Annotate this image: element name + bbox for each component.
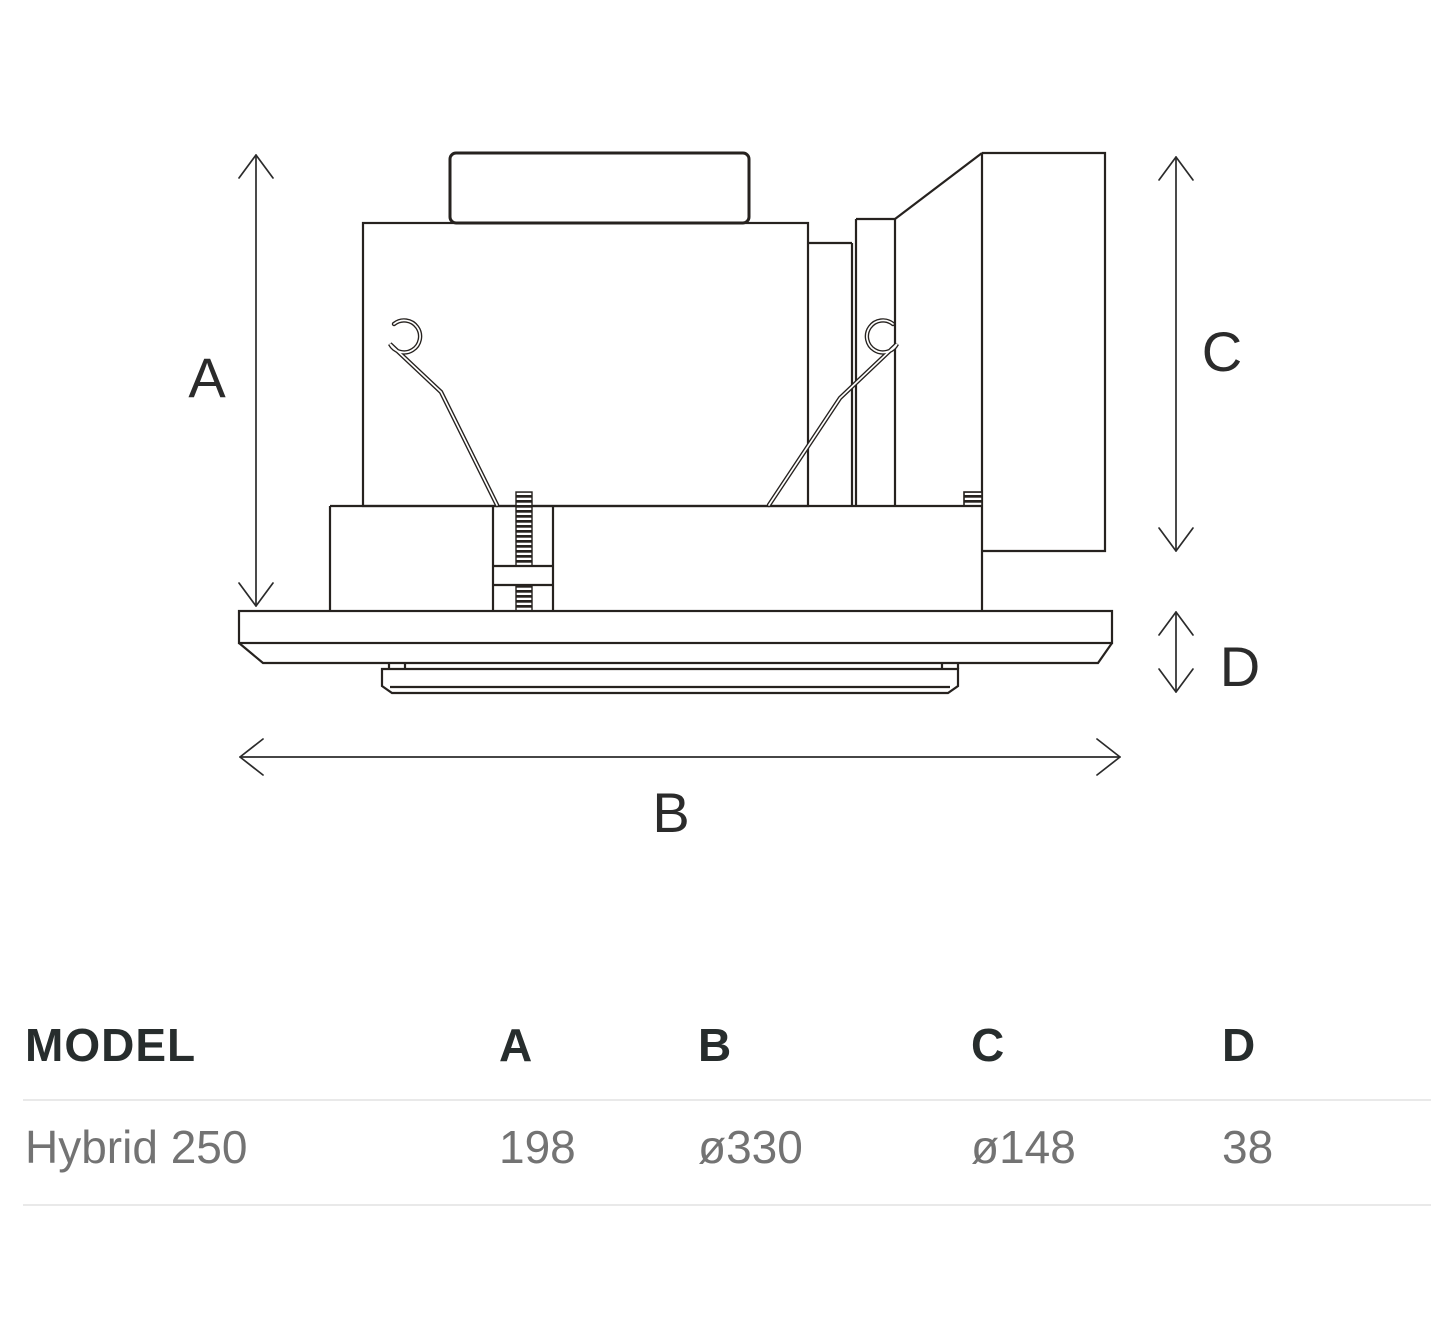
spring-clip-left	[388, 318, 500, 508]
dim-arrow-a	[238, 154, 274, 607]
cell-model: Hybrid 250	[25, 1121, 248, 1173]
cell-d: 38	[1222, 1121, 1274, 1173]
table-divider-top	[23, 1099, 1431, 1101]
table-header-b: B	[698, 1019, 733, 1071]
cell-c: ø148	[971, 1121, 1076, 1173]
table-header-d: D	[1222, 1019, 1257, 1071]
ceiling-flange	[237, 609, 1114, 669]
table-header-c: C	[971, 1019, 1006, 1071]
dim-arrow-d	[1158, 611, 1194, 693]
dim-arrow-c	[1158, 156, 1194, 552]
dim-label-c: C	[1202, 320, 1242, 383]
diffuser-lens	[380, 667, 960, 695]
table-header-model: MODEL	[25, 1019, 197, 1071]
fan-main-body	[361, 221, 810, 508]
threaded-rod-assembly	[491, 491, 555, 612]
screw-head	[963, 491, 983, 507]
spring-clip-right	[766, 318, 899, 508]
dim-arrow-b	[239, 738, 1121, 776]
dim-label-a: A	[188, 346, 226, 409]
cell-b: ø330	[698, 1121, 803, 1173]
dim-label-b: B	[652, 781, 689, 844]
junction-box	[448, 151, 751, 225]
duct-adapter	[894, 151, 1107, 611]
lower-housing	[328, 504, 982, 611]
fan-scroll-step	[808, 217, 897, 506]
cell-a: 198	[499, 1121, 576, 1173]
dim-label-d: D	[1220, 635, 1260, 698]
table-header-a: A	[499, 1019, 534, 1071]
table-divider-bottom	[23, 1204, 1431, 1206]
